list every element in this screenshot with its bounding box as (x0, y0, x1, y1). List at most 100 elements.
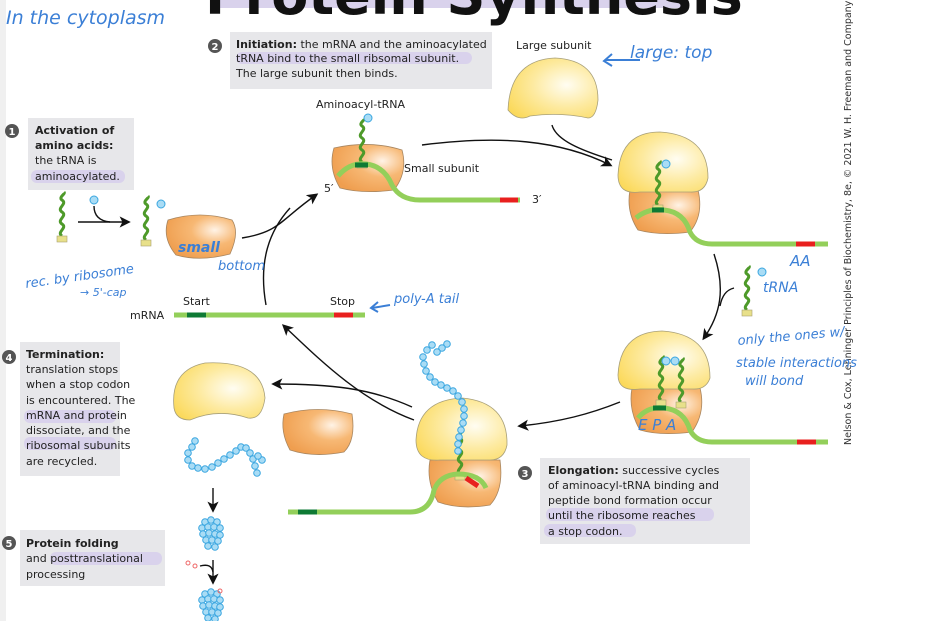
amino-acid-icon (670, 356, 680, 366)
modification-group-icon (217, 588, 223, 594)
arrow-icon (241, 193, 319, 239)
amino-acid-bead (246, 449, 254, 457)
amino-acid-bead (419, 353, 427, 361)
step-number-badge (2, 350, 16, 364)
text-highlight (236, 52, 472, 64)
step-text: of aminoacyl-tRNA binding and (548, 479, 719, 492)
amino-acid-bead (204, 542, 212, 550)
mrna-strand: mRNA Start Stop (130, 207, 365, 322)
arrow-icon (719, 287, 735, 307)
trna-icon (55, 190, 69, 244)
step-box (20, 342, 120, 476)
step-number-badge (2, 536, 16, 550)
amino-acid-bead (188, 443, 196, 451)
amino-acid-bead (423, 346, 431, 354)
amino-acid-bead (214, 609, 222, 617)
amino-acid-bead (210, 523, 218, 531)
amino-acid-bead (205, 601, 213, 609)
amino-acid-bead (216, 596, 224, 604)
amino-acid-bead (251, 462, 259, 470)
note-cytoplasm: In the cytoplasm (6, 7, 165, 29)
note-arrow-icon (369, 301, 391, 313)
processed-protein-icon (198, 588, 224, 621)
note-small: small (178, 240, 220, 256)
five-prime-label: 5′ (324, 182, 334, 195)
amino-acid-bead (214, 537, 222, 545)
note-five-prime-cap: → 5'-cap (80, 286, 126, 299)
text-highlight (24, 437, 116, 450)
amino-acid-bead (422, 367, 430, 375)
amino-acid-bead (232, 447, 240, 455)
trna-activation-graphic (55, 190, 319, 259)
modification-group-icon (185, 560, 191, 566)
three-prime-label: 3′ (532, 193, 542, 206)
step-text: when a stop codon (26, 378, 130, 391)
arrow-icon (551, 124, 613, 161)
amino-acid-bead (208, 536, 216, 544)
stop-label: Stop (330, 295, 355, 308)
arrow-icon (271, 378, 413, 408)
arrow-icon (281, 324, 415, 421)
step-number-badge (5, 124, 19, 138)
amino-acid-bead (433, 348, 441, 356)
start-label: Start (183, 295, 211, 308)
dissociated-components (173, 362, 354, 621)
page-title: Protein Synthesis (205, 0, 743, 27)
step-heading: Protein folding (26, 537, 119, 550)
step-text: are recycled. (26, 455, 97, 468)
step-2-initiation: 2 Initiation: the mRNA and the aminoacyl… (208, 32, 492, 89)
amino-acid-bead (420, 360, 428, 368)
title-highlight (212, 0, 682, 8)
text-highlight (31, 170, 125, 183)
small-subunit-icon (282, 409, 354, 455)
amino-acid-bead (210, 595, 218, 603)
note-amino-acid: AA (789, 252, 811, 270)
note-only-the-ones: only the ones w/ (737, 325, 847, 349)
step-number: 3 (522, 469, 529, 480)
step-4-termination: 4 Termination: translation stops when a … (2, 342, 136, 476)
amino-acid-bead (428, 341, 436, 349)
arrow-icon (421, 139, 613, 167)
stop-codon (464, 475, 480, 489)
elongating-ribosome (517, 330, 828, 445)
step-text: aminoacylated. (35, 170, 120, 183)
amino-acid-bead (253, 469, 261, 477)
amino-acid-icon (757, 267, 767, 277)
arrow-icon (262, 207, 291, 306)
svg-text:Initiation: the mRNA and the a: Initiation: the mRNA and the aminoacylat… (236, 38, 487, 51)
note-arrow-icon (602, 53, 640, 67)
amino-acid-bead (438, 344, 446, 352)
amino-acid-bead (198, 524, 206, 532)
text-highlight (24, 410, 116, 423)
note-stable-interactions: stable interactions (736, 356, 857, 371)
modification-group-icon (192, 563, 198, 569)
arrow-icon (517, 401, 621, 431)
amino-acid-bead (454, 447, 462, 455)
step-heading: Activation of (35, 124, 114, 137)
arrow-icon (93, 205, 111, 223)
step-text: is encountered. The (26, 394, 136, 407)
step-text: dissociate, and the (26, 424, 131, 437)
amino-acid-bead (211, 615, 219, 621)
amino-acid-bead (208, 608, 216, 616)
step-text: mRNA and protein (26, 409, 127, 422)
step-text: successive cycles (622, 464, 719, 477)
note-large-top: large: top (630, 43, 713, 63)
aminoacyl-trna-icon (139, 194, 153, 248)
amino-acid-bead (184, 449, 192, 457)
amino-acid-bead (254, 452, 262, 460)
step-text: processing (26, 568, 85, 581)
folded-protein-icon (198, 516, 224, 551)
step-heading: Termination: (26, 348, 104, 361)
amino-acid-bead (431, 378, 439, 386)
amino-acid-bead (184, 456, 192, 464)
step-number-badge (518, 466, 532, 480)
amino-acid-bead (211, 543, 219, 551)
amino-acid-bead (201, 465, 209, 473)
step-heading: Initiation: (236, 38, 297, 51)
amino-acid-bead (242, 444, 250, 452)
released-polypeptide (184, 437, 266, 477)
step-heading: amino acids: (35, 139, 113, 152)
mrna-label: mRNA (130, 309, 165, 322)
polypeptide-chain (419, 340, 468, 455)
